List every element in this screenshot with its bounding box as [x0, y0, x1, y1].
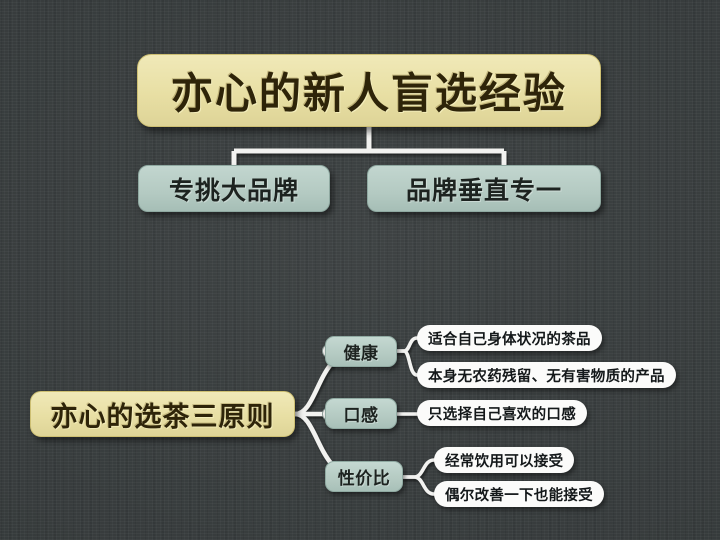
- leaf-node-health-1[interactable]: 适合自己身体状况的茶品: [417, 325, 602, 351]
- principle-label-taste: 口感: [343, 406, 379, 426]
- principles-root-label: 亦心的选茶三原则: [50, 401, 275, 433]
- leaf-label-health-2: 本身无农药残留、无有害物质的产品: [428, 368, 665, 385]
- branch-label-brand-vertical: 品牌垂直专一: [405, 175, 562, 205]
- leaf-node-taste-1[interactable]: 只选择自己喜欢的口感: [417, 400, 587, 426]
- leaf-node-value-1[interactable]: 经常饮用可以接受: [434, 447, 575, 473]
- connector-value-leaf-1: [401, 458, 436, 479]
- leaf-node-value-2[interactable]: 偶尔改善一下也能接受: [434, 481, 604, 507]
- leaf-label-value-2: 偶尔改善一下也能接受: [445, 487, 593, 504]
- principle-node-taste[interactable]: 口感: [325, 398, 397, 429]
- principle-node-health[interactable]: 健康: [325, 336, 397, 367]
- branch-node-brand-big[interactable]: 专挑大品牌: [138, 165, 330, 212]
- connector-health-leaf-2: [395, 349, 419, 377]
- branch-label-brand-big: 专挑大品牌: [168, 175, 299, 205]
- principle-label-value: 性价比: [337, 469, 391, 489]
- connector-health-leaf-1: [395, 336, 419, 353]
- branch-node-brand-vertical[interactable]: 品牌垂直专一: [367, 165, 601, 212]
- mindmap-title-node[interactable]: 亦心的新人盲选经验: [137, 54, 601, 127]
- leaf-label-health-1: 适合自己身体状况的茶品: [428, 331, 591, 348]
- leaf-node-health-2[interactable]: 本身无农药残留、无有害物质的产品: [417, 362, 676, 388]
- mindmap-title-label: 亦心的新人盲选经验: [170, 69, 567, 118]
- leaf-label-value-1: 经常饮用可以接受: [445, 453, 564, 470]
- leaf-label-taste-1: 只选择自己喜欢的口感: [428, 406, 576, 423]
- principle-label-health: 健康: [343, 344, 379, 364]
- principles-root-node[interactable]: 亦心的选茶三原则: [30, 391, 295, 437]
- connector-value-leaf-2: [401, 475, 436, 496]
- principle-node-value[interactable]: 性价比: [325, 461, 403, 492]
